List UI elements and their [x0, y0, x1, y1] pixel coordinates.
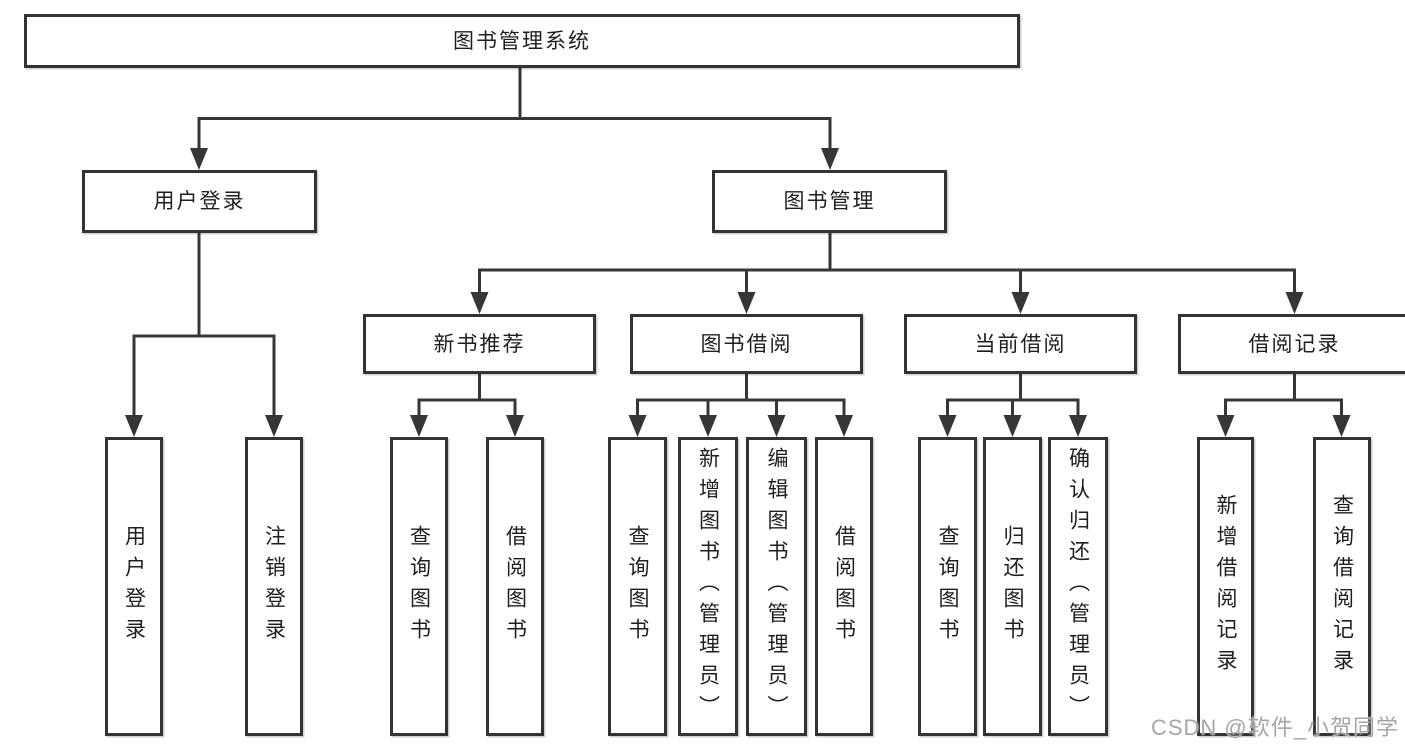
leaf-user-login: 用户登录 — [105, 437, 163, 736]
node-current-borrowing: 当前借阅 — [904, 314, 1137, 374]
arrowhead-icon — [1332, 415, 1351, 437]
node-label: 查询图书 — [407, 524, 431, 649]
node-label: 查询借阅记录 — [1330, 493, 1354, 680]
node-label: 归还图书 — [1001, 524, 1024, 649]
node-label: 用户登录 — [153, 190, 246, 213]
node-label: 用户登录 — [122, 524, 146, 649]
leaf-return-book: 归还图书 — [983, 437, 1042, 736]
node-label: 图书管理 — [783, 190, 876, 213]
arrowhead-icon — [1069, 415, 1087, 437]
arrowhead-icon — [835, 415, 853, 437]
arrowhead-icon — [628, 415, 647, 437]
leaf-borrow-books: 借阅图书 — [815, 437, 873, 736]
node-root-library-management-system: 图书管理系统 — [24, 14, 1020, 68]
watermark: CSDN @软件_小贺同学 — [1150, 715, 1399, 740]
node-label: 注销登录 — [262, 524, 286, 649]
leaf-add-book-admin: 新增图书（管理员） — [678, 437, 738, 736]
leaf-add-borrow-record: 新增借阅记录 — [1197, 437, 1254, 736]
leaf-query-books-current: 查询图书 — [918, 437, 977, 736]
arrowhead-icon — [265, 415, 283, 437]
node-label: 图书借阅 — [700, 332, 793, 356]
arrowhead-icon — [470, 292, 489, 314]
arrowhead-icon — [1216, 415, 1235, 437]
arrowhead-icon — [821, 148, 839, 170]
node-label: 新增借阅记录 — [1214, 493, 1237, 680]
arrowhead-icon — [1003, 415, 1022, 437]
node-label: 新书推荐 — [433, 332, 526, 356]
node-new-book-recommendation: 新书推荐 — [363, 314, 596, 374]
arrowhead-icon — [1011, 292, 1030, 314]
leaf-query-books-recommend: 查询图书 — [390, 437, 448, 736]
leaf-logout: 注销登录 — [245, 437, 303, 736]
leaf-query-books-borrow: 查询图书 — [608, 437, 667, 736]
node-label: 借阅记录 — [1248, 332, 1341, 356]
arrowhead-icon — [737, 292, 756, 314]
leaf-confirm-return-admin: 确认归还（管理员） — [1048, 437, 1108, 736]
arrowhead-icon — [190, 148, 208, 170]
node-label: 当前借阅 — [974, 332, 1067, 356]
node-user-login: 用户登录 — [82, 170, 317, 233]
node-label: 查询图书 — [626, 524, 649, 649]
leaf-query-borrow-record: 查询借阅记录 — [1313, 437, 1371, 736]
node-label: 编辑图书（管理员） — [765, 447, 788, 726]
node-label: 借阅图书 — [832, 524, 856, 649]
node-label: 新增图书（管理员） — [696, 447, 720, 726]
arrowhead-icon — [767, 415, 786, 437]
arrowhead-icon — [125, 415, 143, 437]
node-label: 借阅图书 — [503, 524, 527, 649]
arrowhead-icon — [699, 415, 717, 437]
arrowhead-icon — [506, 415, 524, 437]
node-book-management: 图书管理 — [712, 170, 947, 233]
leaf-borrow-books-recommend: 借阅图书 — [486, 437, 544, 736]
leaf-edit-book-admin: 编辑图书（管理员） — [746, 437, 807, 736]
arrowhead-icon — [1285, 292, 1304, 314]
arrowhead-icon — [410, 415, 428, 437]
arrowhead-icon — [938, 415, 957, 437]
node-label: 查询图书 — [936, 524, 959, 649]
node-label: 图书管理系统 — [453, 29, 591, 53]
node-label: 确认归还（管理员） — [1066, 447, 1090, 726]
node-borrowing-records: 借阅记录 — [1178, 314, 1405, 374]
node-book-borrowing: 图书借阅 — [630, 314, 863, 374]
